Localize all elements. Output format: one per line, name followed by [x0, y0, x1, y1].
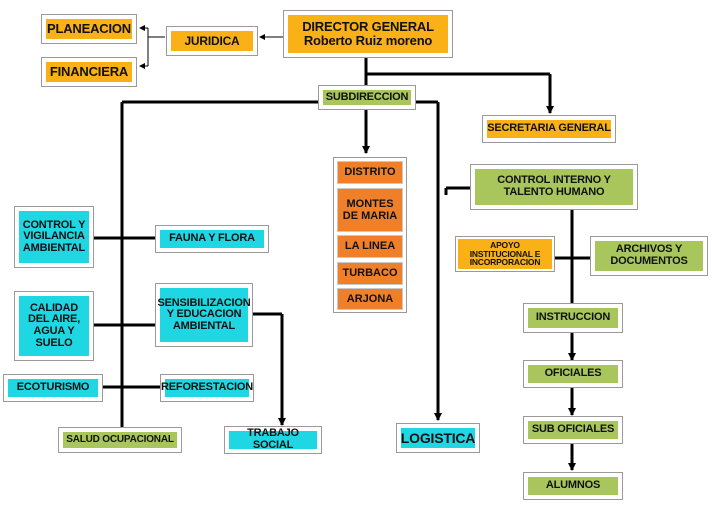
- director-general-fill: DIRECTOR GENERAL Roberto Ruiz moreno: [288, 15, 448, 53]
- financiera-label: FINANCIERA: [46, 62, 132, 82]
- control-vigilancia-box: CONTROL Y VIGILANCIA AMBIENTAL: [14, 206, 94, 268]
- reforestacion-label: REFORESTACION: [161, 379, 253, 397]
- juridica-label: JURIDICA: [171, 31, 253, 51]
- oficiales-box: OFICIALES: [523, 360, 623, 388]
- sensibilizacion-box: SENSIBILIZACION Y EDUCACION AMBIENTAL: [155, 283, 253, 347]
- salud-ocupacional-label: SALUD OCUPACIONAL: [63, 432, 177, 448]
- apoyo-institucional-label: APOYO INSTITUCIONAL E INCORPORACION: [458, 239, 552, 269]
- calidad-aire-box: CALIDAD DEL AIRE, AGUA Y SUELO: [14, 291, 94, 361]
- fauna-flora-label: FAUNA Y FLORA: [160, 230, 264, 248]
- control-interno-box: CONTROL INTERNO Y TALENTO HUMANO: [470, 164, 638, 210]
- director-general-box: DIRECTOR GENERAL Roberto Ruiz moreno: [283, 10, 453, 58]
- la-linea-cell: LA LINEA: [337, 235, 403, 258]
- alumnos-label: ALUMNOS: [528, 477, 618, 495]
- trabajo-social-box: TRABAJO SOCIAL: [224, 426, 322, 454]
- subdireccion-label: SUBDIRECCION: [323, 90, 411, 105]
- reforestacion-box: REFORESTACION: [160, 374, 254, 402]
- calidad-aire-label: CALIDAD DEL AIRE, AGUA Y SUELO: [19, 296, 89, 356]
- fauna-flora-box: FAUNA Y FLORA: [155, 225, 269, 253]
- juridica-box: JURIDICA: [166, 26, 258, 56]
- secretaria-general-box: SECRETARIA GENERAL: [482, 115, 616, 143]
- apoyo-institucional-box: APOYO INSTITUCIONAL E INCORPORACION: [455, 236, 555, 272]
- oficiales-label: OFICIALES: [528, 365, 618, 383]
- montes-de-maria-cell: MONTES DE MARIA: [337, 188, 403, 232]
- arjona-cell: ARJONA: [337, 288, 403, 310]
- sub-oficiales-box: SUB OFICIALES: [523, 416, 623, 444]
- subdireccion-box: SUBDIRECCION: [318, 85, 416, 110]
- ecoturismo-box: ECOTURISMO: [3, 374, 103, 402]
- salud-ocupacional-box: SALUD OCUPACIONAL: [58, 427, 182, 453]
- ecoturismo-label: ECOTURISMO: [8, 379, 98, 397]
- archivos-documentos-label: ARCHIVOS Y DOCUMENTOS: [595, 241, 703, 271]
- logistica-box: LOGISTICA: [396, 423, 480, 453]
- director-title: DIRECTOR GENERAL: [302, 19, 434, 35]
- sensibilizacion-label: SENSIBILIZACION Y EDUCACION AMBIENTAL: [158, 288, 251, 342]
- alumnos-box: ALUMNOS: [523, 472, 623, 500]
- control-interno-label: CONTROL INTERNO Y TALENTO HUMANO: [475, 169, 633, 205]
- archivos-documentos-box: ARCHIVOS Y DOCUMENTOS: [590, 236, 708, 276]
- trabajo-social-label: TRABAJO SOCIAL: [229, 428, 317, 451]
- sub-oficiales-label: SUB OFICIALES: [528, 421, 618, 439]
- financiera-box: FINANCIERA: [41, 57, 137, 87]
- sedes-stack: DISTRITO MONTES DE MARIA LA LINEA TURBAC…: [333, 157, 407, 313]
- planeacion-box: PLANEACION: [41, 14, 137, 44]
- control-vigilancia-label: CONTROL Y VIGILANCIA AMBIENTAL: [19, 211, 89, 263]
- secretaria-general-label: SECRETARIA GENERAL: [487, 120, 611, 138]
- director-name: Roberto Ruiz moreno: [303, 33, 433, 48]
- turbaco-cell: TURBACO: [337, 262, 403, 285]
- distrito-cell: DISTRITO: [337, 161, 403, 184]
- planeacion-label: PLANEACION: [46, 19, 132, 39]
- instruccion-label: INSTRUCCION: [528, 308, 618, 328]
- logistica-label: LOGISTICA: [401, 428, 475, 448]
- instruccion-box: INSTRUCCION: [523, 303, 623, 333]
